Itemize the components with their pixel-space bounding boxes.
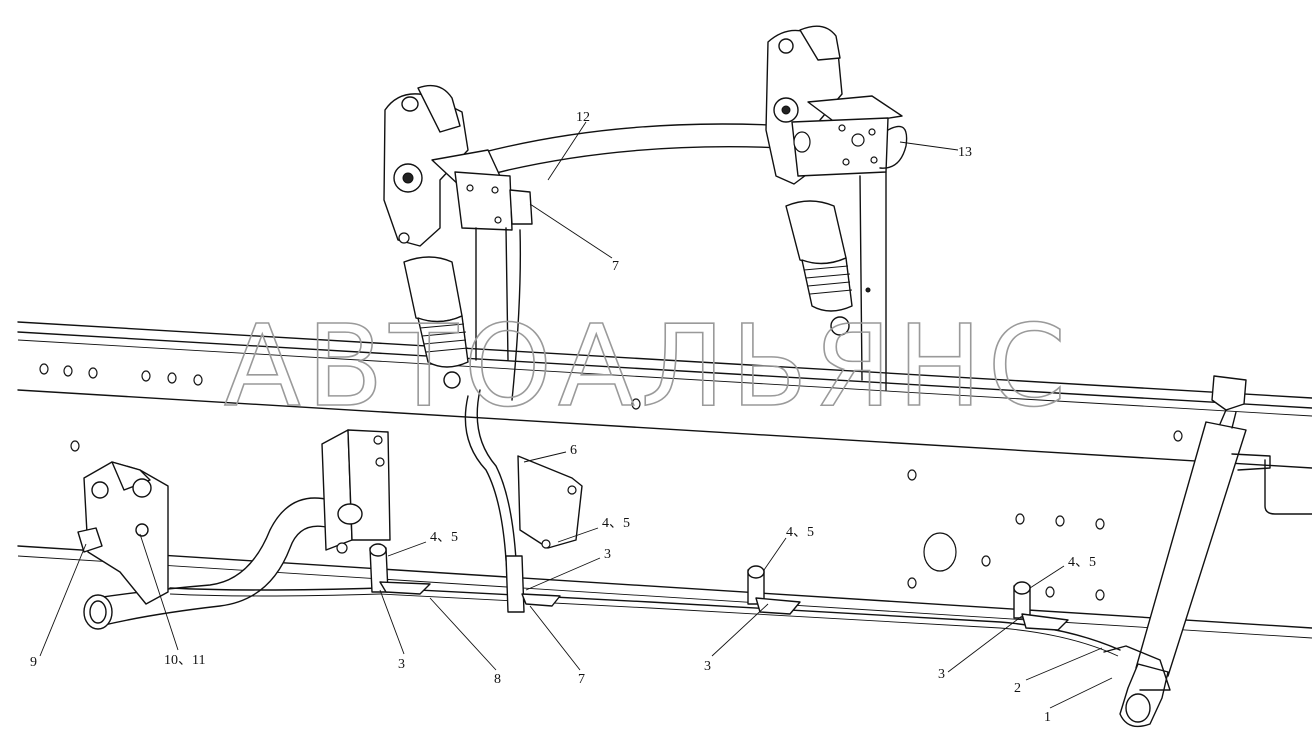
tilt-cylinder [1103, 375, 1271, 728]
frame-holes [39, 363, 1183, 601]
watermark: АВТОАЛЬЯНС [224, 302, 1072, 432]
callout-4-5-mid: 4、5 [786, 525, 814, 540]
tube-bracket [321, 429, 391, 554]
latch-unit [77, 461, 169, 605]
callout-7-top: 7 [612, 259, 619, 274]
callout-3-center: 3 [604, 547, 611, 562]
callout-10-11: 10、11 [164, 653, 205, 668]
callout-8: 8 [494, 672, 501, 687]
callout-3-left: 3 [398, 657, 405, 672]
callout-12: 12 [576, 110, 590, 125]
callout-1: 1 [1044, 710, 1051, 725]
left-shock-absorber [403, 256, 469, 389]
callout-3-right: 3 [938, 667, 945, 682]
callout-7-bottom: 7 [578, 672, 585, 687]
left-cab-mount [383, 84, 533, 247]
callout-4-5-left: 4、5 [430, 530, 458, 545]
right-shock-absorber [785, 200, 853, 336]
callout-4-5-center: 4、5 [602, 516, 630, 531]
pipe-clips [369, 543, 1069, 631]
callout-4-5-right: 4、5 [1068, 555, 1096, 570]
callout-9: 9 [30, 655, 37, 670]
callout-13: 13 [958, 145, 972, 160]
control-pipe [169, 229, 1121, 657]
callout-2: 2 [1014, 681, 1021, 696]
left-vertical-bracket [475, 227, 583, 549]
leader-lines [39, 121, 1113, 709]
right-cab-mount [765, 25, 908, 391]
callout-3-mid: 3 [704, 659, 711, 674]
cross-tube [454, 123, 821, 183]
callout-6: 6 [570, 443, 577, 458]
frame-rail [17, 321, 1312, 639]
callout-labels: 12 13 7 6 4、5 4、5 3 4、5 4、5 3 8 7 3 3 2 … [30, 110, 1096, 725]
